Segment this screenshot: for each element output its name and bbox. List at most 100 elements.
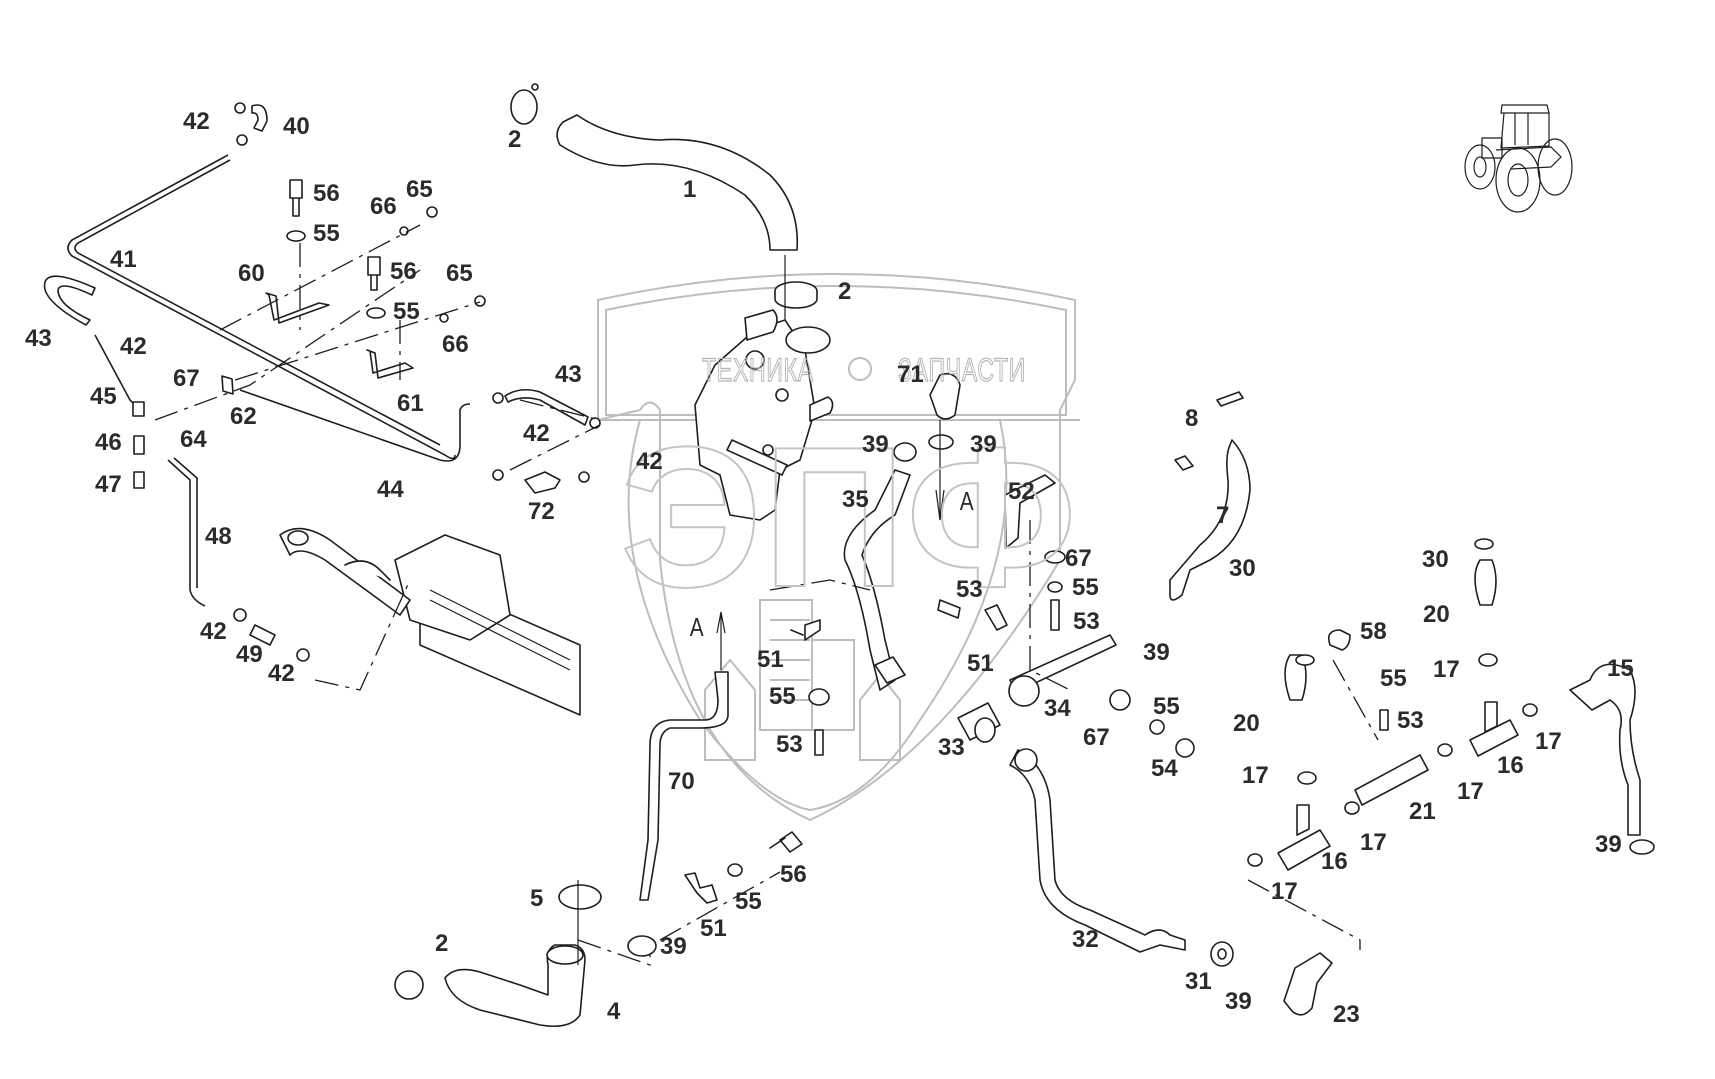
callout-53[interactable]: 53 [956,576,983,603]
callout-16[interactable]: 16 [1321,848,1348,875]
callout-2[interactable]: 2 [838,278,852,305]
callout-43[interactable]: 43 [25,325,52,352]
callout-20[interactable]: 20 [1233,710,1260,737]
tee-33 [957,702,1001,743]
callout-41[interactable]: 41 [110,246,137,273]
callout-39[interactable]: 39 [970,431,997,458]
callout-42[interactable]: 42 [268,660,295,687]
callout-51[interactable]: 51 [700,915,727,942]
callout-17[interactable]: 17 [1242,762,1269,789]
callout-66[interactable]: 66 [370,193,397,220]
callout-16[interactable]: 16 [1497,752,1524,779]
callout-42[interactable]: 42 [183,108,210,135]
callout-48[interactable]: 48 [205,523,232,550]
callout-31[interactable]: 31 [1185,968,1212,995]
callout-55[interactable]: 55 [313,220,340,247]
callout-21[interactable]: 21 [1409,798,1436,825]
callout-65[interactable]: 65 [406,176,433,203]
heater-radiator [279,527,581,716]
callout-70[interactable]: 70 [668,768,695,795]
callout-47[interactable]: 47 [95,471,122,498]
callout-45[interactable]: 45 [90,383,117,410]
callout-42[interactable]: 42 [120,333,147,360]
callout-51[interactable]: 51 [967,650,994,677]
callout-71[interactable]: 71 [897,361,924,388]
callout-61[interactable]: 61 [397,390,424,417]
callout-39[interactable]: 39 [660,933,687,960]
callout-60[interactable]: 60 [238,260,265,287]
callout-55[interactable]: 55 [393,298,420,325]
tractor-icon [1464,104,1573,213]
watermark-buildings [704,599,901,761]
callout-67[interactable]: 67 [1083,724,1110,751]
callout-49[interactable]: 49 [236,641,263,668]
callout-66[interactable]: 66 [442,331,469,358]
callout-1[interactable]: 1 [683,176,697,203]
callout-46[interactable]: 46 [95,429,122,456]
callout-72[interactable]: 72 [528,498,555,525]
watermark-shield [597,273,1080,822]
clamp-39-pair [893,420,954,521]
callout-39[interactable]: 39 [1225,988,1252,1015]
callout-32[interactable]: 32 [1072,926,1099,953]
callout-2[interactable]: 2 [508,126,522,153]
leader-lines [154,224,1379,966]
callout-30[interactable]: 30 [1229,555,1256,582]
callout-35[interactable]: 35 [842,486,869,513]
callout-17[interactable]: 17 [1457,778,1484,805]
callout-55[interactable]: 55 [769,683,796,710]
watermark-big-letters: ЭПФ [619,406,1078,629]
callout-58[interactable]: 58 [1360,618,1387,645]
callout-39[interactable]: 39 [1595,831,1622,858]
callout-53[interactable]: 53 [1397,707,1424,734]
fittings-45-47 [132,401,145,489]
callout-64[interactable]: 64 [180,426,207,453]
grommet-31 [1210,941,1234,967]
callout-67[interactable]: 67 [1065,545,1092,572]
callout-62[interactable]: 62 [230,403,257,430]
callout-39[interactable]: 39 [862,431,889,458]
callout-15[interactable]: 15 [1607,655,1634,682]
callout-8[interactable]: 8 [1185,405,1199,432]
callout-54[interactable]: 54 [1151,755,1178,782]
callout-56[interactable]: 56 [780,861,807,888]
callout-53[interactable]: 53 [1073,608,1100,635]
callout-33[interactable]: 33 [938,734,965,761]
callout-56[interactable]: 56 [390,258,417,285]
callout-65[interactable]: 65 [446,260,473,287]
callout-17[interactable]: 17 [1360,829,1387,856]
callout-51[interactable]: 51 [757,646,784,673]
callout-40[interactable]: 40 [283,113,310,140]
callout-42[interactable]: 42 [200,618,227,645]
callout-44[interactable]: 44 [377,476,404,503]
callout-67[interactable]: 67 [173,365,200,392]
callout-39[interactable]: 39 [1143,639,1170,666]
callout-42[interactable]: 42 [636,448,663,475]
callout-17[interactable]: 17 [1535,728,1562,755]
callout-55[interactable]: 55 [735,888,762,915]
callout-55[interactable]: 55 [1072,574,1099,601]
callout-17[interactable]: 17 [1271,878,1298,905]
callout-52[interactable]: 52 [1008,478,1035,505]
pipe-44 [239,389,471,462]
callout-20[interactable]: 20 [1423,601,1450,628]
elbow-71 [929,372,961,420]
watermark-text-right: ЗАПЧАСТИ [898,351,1027,388]
right-hose-assembly [1247,538,1655,871]
callout-30[interactable]: 30 [1422,546,1449,573]
callout-53[interactable]: 53 [776,731,803,758]
callout-55[interactable]: 55 [1380,665,1407,692]
callout-7[interactable]: 7 [1216,502,1230,529]
callout-42[interactable]: 42 [523,420,550,447]
callout-56[interactable]: 56 [313,180,340,207]
callout-17[interactable]: 17 [1433,656,1460,683]
callout-4[interactable]: 4 [607,998,621,1025]
plug-8 [1216,391,1244,407]
callout-43[interactable]: 43 [555,361,582,388]
callout-2[interactable]: 2 [435,930,449,957]
callout-23[interactable]: 23 [1333,1001,1360,1028]
callout-55[interactable]: 55 [1153,693,1180,720]
callout-34[interactable]: 34 [1044,695,1071,722]
callout-5[interactable]: 5 [530,885,544,912]
